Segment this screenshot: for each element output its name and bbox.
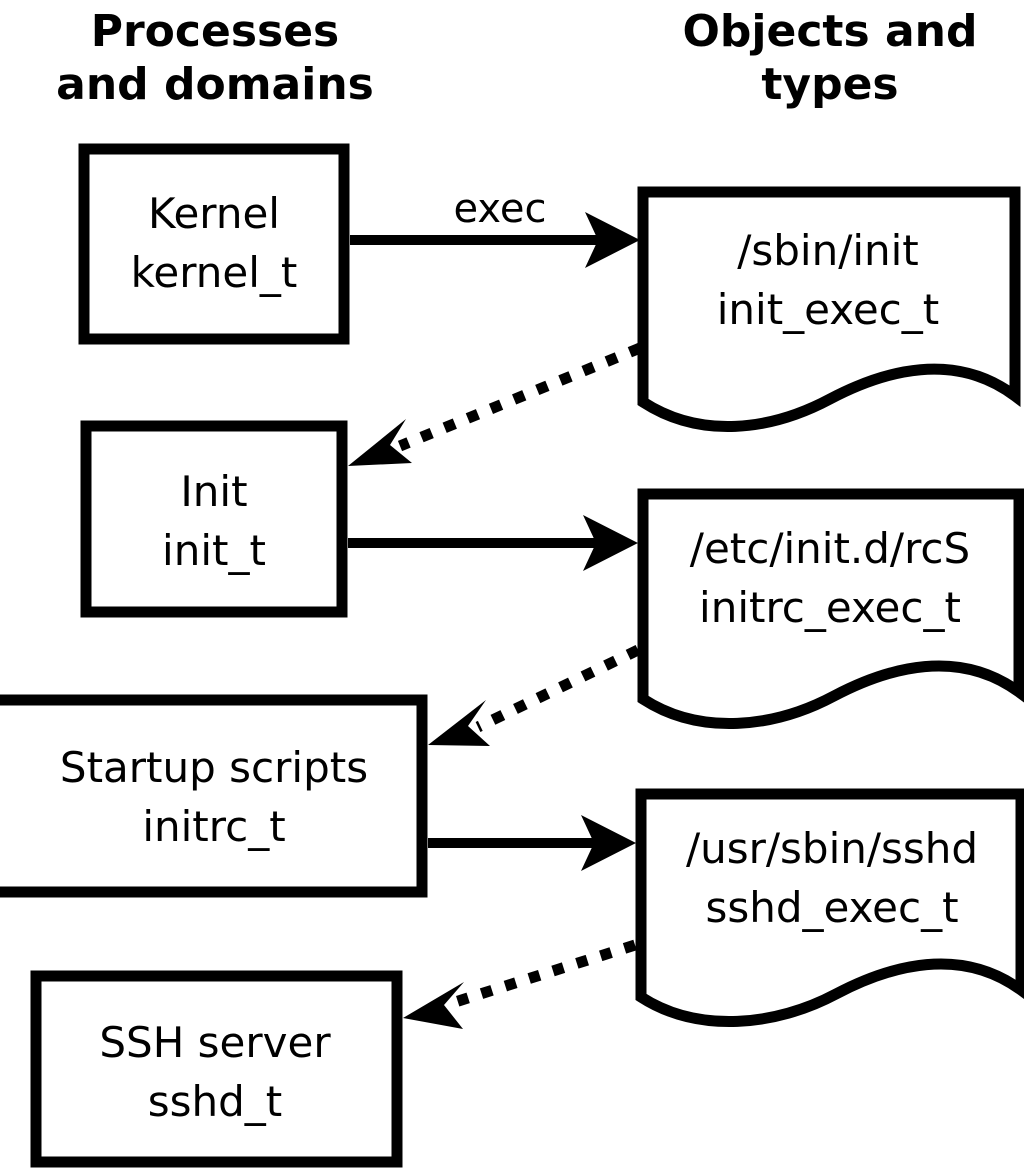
node-sbin-init[interactable]: /sbin/init init_exec_t — [637, 186, 1021, 433]
header-processes-line2: and domains — [56, 59, 374, 110]
column-header-objects: Objects and types — [683, 6, 978, 110]
node-usr-sbin-sshd-document[interactable] — [635, 788, 1024, 1028]
node-etc-initd-rcs-line1: /etc/init.d/rcS — [690, 524, 970, 573]
node-ssh-server-box[interactable] — [30, 970, 403, 1168]
header-objects-line2: types — [761, 59, 898, 110]
node-usr-sbin-sshd[interactable]: /usr/sbin/sshd sshd_exec_t — [635, 788, 1024, 1028]
edge-kernel-exec-init_exec: exec — [350, 186, 640, 268]
column-header-processes: Processes and domains — [56, 6, 374, 110]
node-init-line1: Init — [180, 467, 247, 516]
node-etc-initd-rcs[interactable]: /etc/init.d/rcS initrc_exec_t — [637, 488, 1024, 730]
header-processes-line1: Processes — [91, 6, 340, 57]
node-kernel[interactable]: Kernel kernel_t — [78, 143, 350, 345]
node-sbin-init-document[interactable] — [637, 186, 1021, 433]
node-sbin-init-line1: /sbin/init — [737, 226, 919, 275]
node-kernel-line2: kernel_t — [131, 248, 298, 297]
arrowhead-right — [583, 515, 638, 571]
header-objects-line1: Objects and — [683, 6, 978, 57]
arrowhead-left — [348, 419, 412, 466]
edge-sshd_exec-transition-sshd — [403, 939, 637, 1029]
node-etc-initd-rcs-line2: initrc_exec_t — [699, 583, 961, 632]
node-sbin-init-line2: init_exec_t — [717, 285, 940, 334]
node-ssh-server[interactable]: SSH server sshd_t — [30, 970, 403, 1168]
arrowhead-left — [428, 700, 490, 746]
node-kernel-box[interactable] — [78, 143, 350, 345]
node-startup-scripts-line1: Startup scripts — [60, 743, 368, 792]
node-startup-scripts-box[interactable] — [0, 694, 428, 898]
node-etc-initd-rcs-document[interactable] — [637, 488, 1024, 730]
arrowhead-left — [403, 982, 464, 1029]
arrowhead-right — [581, 815, 636, 871]
edge-label-exec: exec — [454, 186, 547, 232]
arrowhead-right — [585, 212, 640, 268]
node-ssh-server-line2: sshd_t — [148, 1077, 283, 1126]
edge-initrc-exec-sshd_exec — [428, 815, 636, 871]
edge-initrc_exec-transition-initrc — [428, 645, 641, 746]
node-init[interactable]: Init init_t — [80, 420, 348, 618]
node-init-line2: init_t — [162, 526, 266, 575]
node-kernel-line1: Kernel — [148, 189, 280, 238]
node-ssh-server-line1: SSH server — [99, 1018, 331, 1067]
node-usr-sbin-sshd-line1: /usr/sbin/sshd — [686, 824, 978, 873]
edge-line — [450, 939, 637, 1009]
node-startup-scripts-line2: initrc_t — [142, 802, 285, 851]
node-init-box[interactable] — [80, 420, 348, 618]
node-startup-scripts[interactable]: Startup scripts initrc_t — [0, 694, 428, 898]
node-usr-sbin-sshd-line2: sshd_exec_t — [705, 883, 958, 932]
edge-line — [397, 342, 643, 452]
edge-line — [475, 645, 641, 732]
edge-init_exec-transition-init — [348, 342, 643, 466]
edge-init-exec-initrc_exec — [348, 515, 638, 571]
